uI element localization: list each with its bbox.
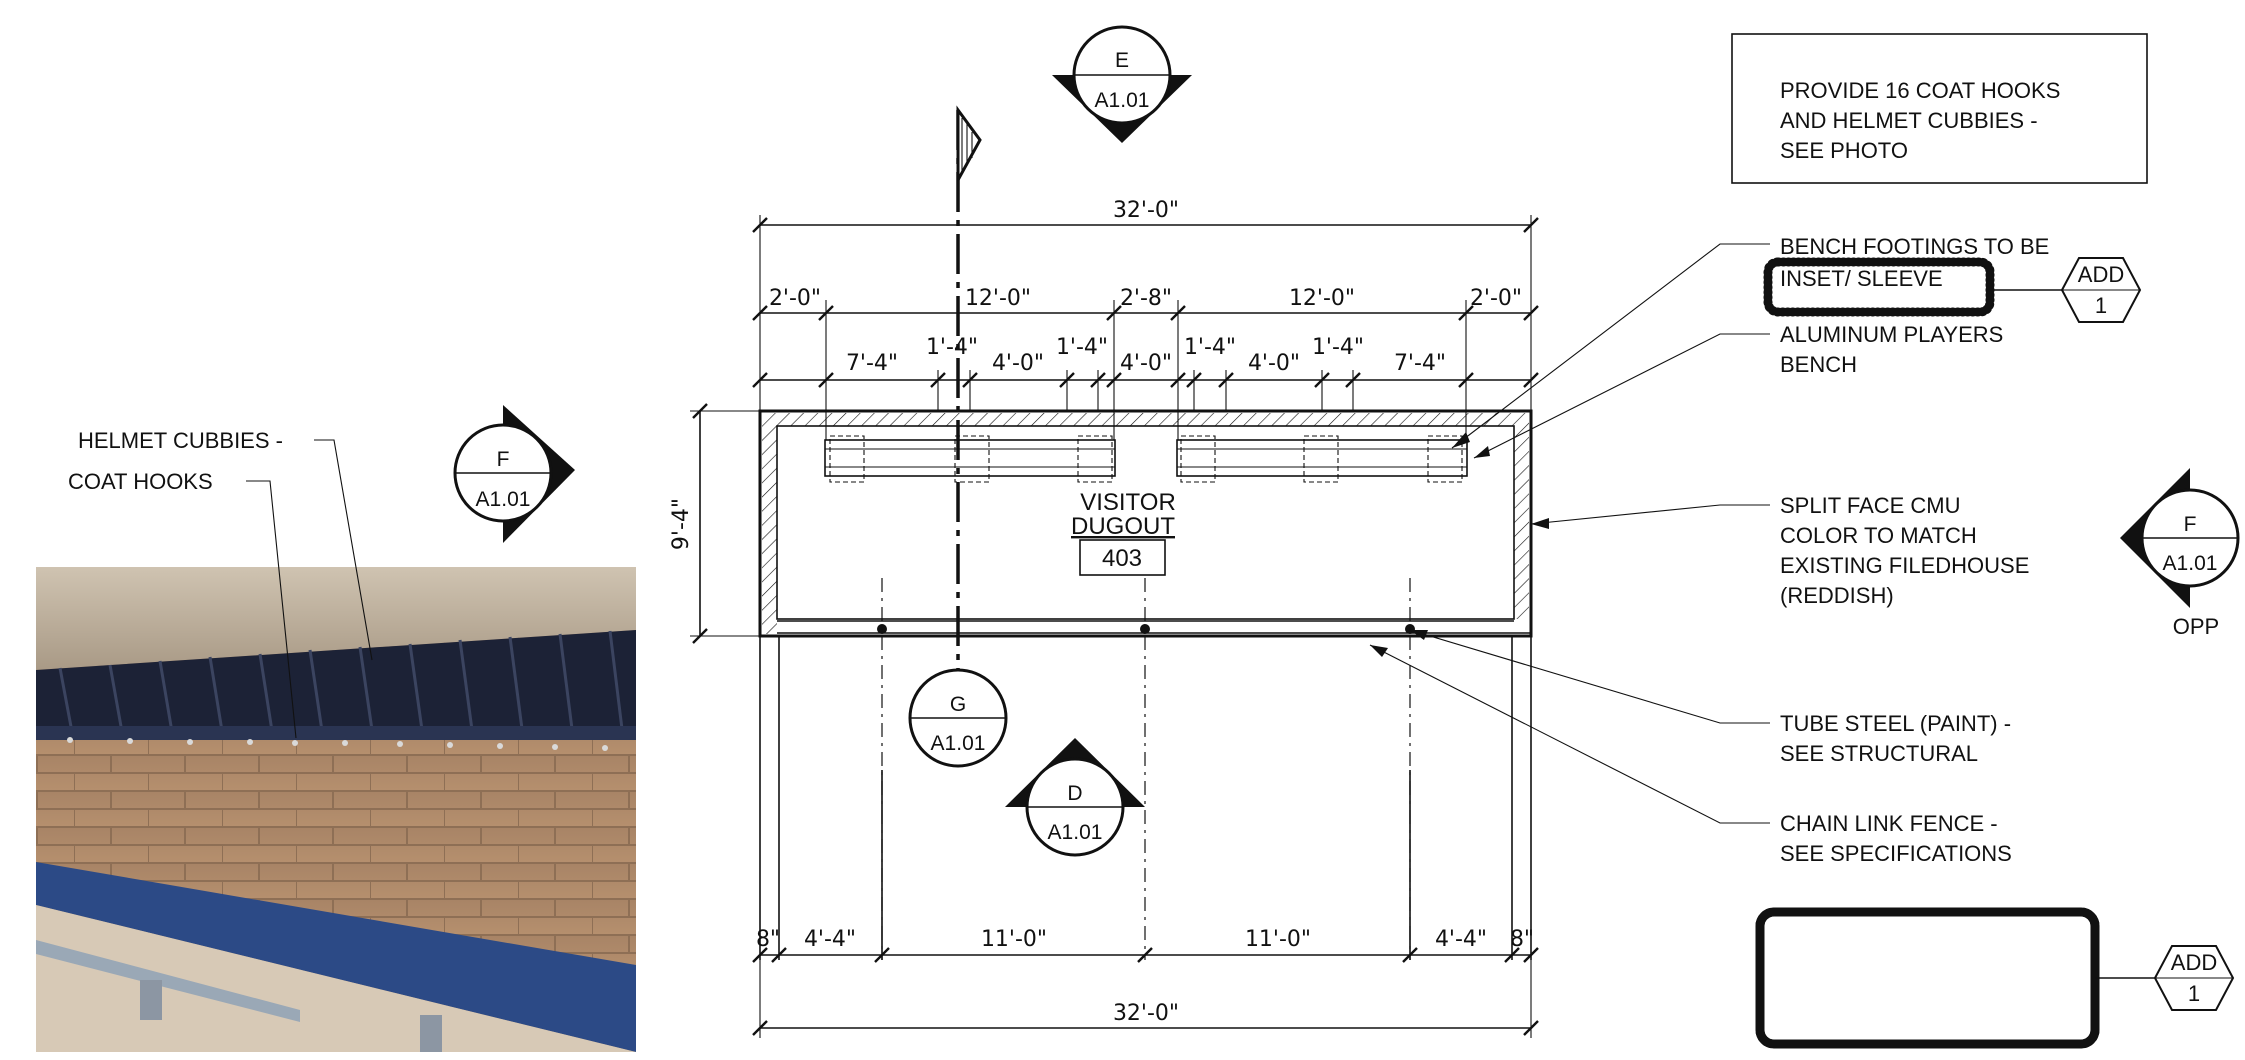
section-sheet: A1.01 [2163,552,2218,575]
section-letter: F [2184,513,2197,536]
dim-top-3: 2'-8" [1120,286,1172,311]
section-note-opp: OPP [2173,614,2219,639]
helmet-cubbies-label: HELMET CUBBIES - [78,428,283,453]
section-mark-g[interactable]: G A1.01 [908,668,1008,768]
hooks-note-box: PROVIDE 16 COAT HOOKS AND HELMET CUBBIES… [1731,33,2148,184]
cmu-line1: SPLIT FACE CMU [1780,493,1961,518]
dim-overall-top: 32'-0" [1113,198,1179,223]
dim-second-5: 4'-0" [1120,351,1172,376]
dim-second-4: 1'-4" [1056,335,1108,360]
dim-bottom-2: 4'-4" [804,927,856,952]
dim-top-5: 2'-0" [1470,286,1522,311]
addendum-tag-bottom[interactable]: ADD 1 [2153,945,2235,1011]
tube-steel-line1: TUBE STEEL (PAINT) - [1780,711,2011,736]
dim-bottom-4: 11'-0" [1245,927,1311,952]
note-line: SEE PHOTO [1780,138,1908,163]
section-sheet: A1.01 [931,732,986,755]
section-letter: E [1115,49,1129,72]
bench-footings-line2: INSET/ SLEEVE [1780,266,1943,291]
revision-cloud-top [1763,257,1995,317]
dim-second-2: 1'-4" [926,335,978,360]
players-bench-line2: BENCH [1780,352,1857,377]
section-sheet: A1.01 [1095,89,1150,112]
addendum-label: ADD [2078,262,2124,287]
photo-leaders [246,439,373,739]
room-name-line2: DUGOUT [1071,513,1175,540]
players-bench-left [824,435,1116,483]
dim-second-3: 4'-0" [992,351,1044,376]
revision-cloud-bottom [1755,907,2100,1049]
tube-steel-line2: SEE STRUCTURAL [1780,741,1978,766]
players-bench-right [1176,435,1468,483]
room-number: 403 [1102,545,1142,572]
section-letter: D [1067,782,1082,805]
dim-top-2: 12'-0" [965,286,1031,311]
dimension-text: 32'-0" 2'-0" 12'-0" 2'-8" 12'-0" 2'-0" 7… [669,198,1534,1026]
dimension-lines [690,215,1539,1038]
section-sheet: A1.01 [1048,821,1103,844]
chain-link-line1: CHAIN LINK FENCE - [1780,811,1998,836]
dim-bottom-6: 8" [1510,927,1534,952]
section-letter: G [950,693,966,716]
section-mark-f-right[interactable]: F A1.01 OPP [2120,468,2240,639]
addendum-number: 1 [2095,293,2107,318]
coat-hooks-label: COAT HOOKS [68,469,213,494]
section-mark-e[interactable]: E A1.01 [1052,25,1192,143]
bench-footings-line1: BENCH FOOTINGS TO BE [1780,234,2049,259]
addendum-label: ADD [2171,950,2217,975]
dim-bottom-3: 11'-0" [981,927,1047,952]
dim-second-9: 7'-4" [1394,351,1446,376]
section-sheet: A1.01 [476,488,531,511]
room-name-line1: VISITOR [1080,489,1176,516]
addendum-number: 1 [2188,981,2200,1006]
cmu-line2: COLOR TO MATCH [1780,523,1977,548]
section-mark-d[interactable]: D A1.01 [1005,738,1145,857]
dim-second-1: 7'-4" [846,351,898,376]
dugout-photo [36,567,636,1052]
dim-second-8: 1'-4" [1312,335,1364,360]
players-bench-line1: ALUMINUM PLAYERS [1780,322,2003,347]
note-line: PROVIDE 16 COAT HOOKS [1780,78,2060,103]
dim-second-6: 1'-4" [1184,335,1236,360]
section-letter: F [497,448,510,471]
cmu-line3: EXISTING FILEDHOUSE [1780,553,2029,578]
dim-overall-bottom: 32'-0" [1113,1001,1179,1026]
dim-height: 9'-4" [669,498,694,550]
dim-bottom-5: 4'-4" [1435,927,1487,952]
chain-link-line2: SEE SPECIFICATIONS [1780,841,2012,866]
note-leaders [1369,243,1770,824]
section-mark-f-photo[interactable]: F A1.01 [453,405,575,543]
note-line: AND HELMET CUBBIES - [1780,108,2038,133]
room-tag[interactable]: VISITOR DUGOUT 403 [1071,489,1176,576]
dim-bottom-1: 8" [756,927,780,952]
helmet-cubbies [58,630,624,733]
cmu-line4: (REDDISH) [1780,583,1894,608]
dim-top-4: 12'-0" [1289,286,1355,311]
dim-top-1: 2'-0" [769,286,821,311]
dim-second-7: 4'-0" [1248,351,1300,376]
addendum-tag-top[interactable]: ADD 1 [2060,257,2142,323]
coat-hooks [67,737,608,751]
